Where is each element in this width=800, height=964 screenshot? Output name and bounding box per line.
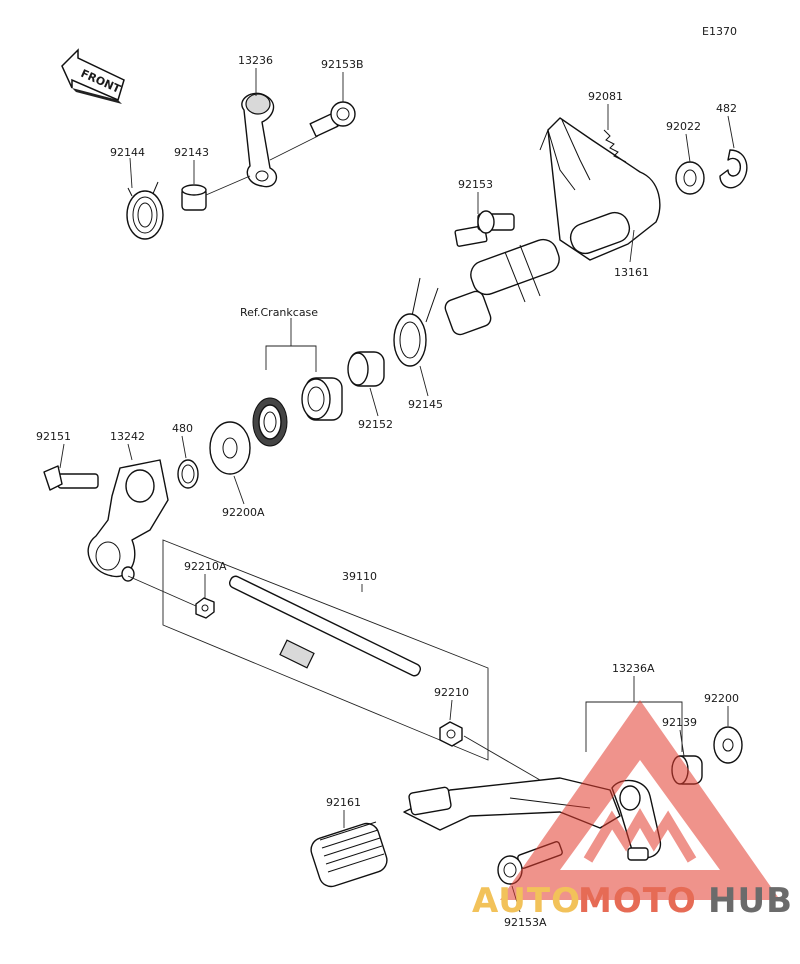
spring-92081 [603, 129, 627, 163]
label-13236: 13236 [238, 54, 273, 67]
label-92144: 92144 [110, 146, 145, 159]
label-13242: 13242 [110, 430, 145, 443]
label-480: 480 [172, 422, 193, 435]
needle-bearing [301, 377, 343, 421]
watermark-logo [500, 700, 780, 900]
spring-92145 [393, 277, 439, 367]
collar-92152 [347, 351, 385, 387]
label-13236A: 13236A [612, 662, 655, 675]
ref-note: Ref.Crankcase [240, 306, 318, 319]
nut-92210A [195, 597, 215, 619]
label-92200: 92200 [704, 692, 739, 705]
front-arrow-icon: FRONT [61, 48, 125, 104]
label-92022: 92022 [666, 120, 701, 133]
watermark-hub: HUB [708, 881, 793, 921]
label-92139: 92139 [662, 716, 697, 729]
washer-92200 [713, 726, 743, 764]
washer-92022 [675, 161, 705, 195]
label-92153A: 92153A [504, 916, 547, 929]
label-92081: 92081 [588, 90, 623, 103]
label-92200A: 92200A [222, 506, 265, 519]
oil-seal [252, 397, 288, 447]
collar-92143 [181, 184, 207, 211]
shift-shaft-13161 [444, 117, 661, 336]
diagram-id: E1370 [702, 25, 737, 38]
washer-92200A [209, 421, 251, 475]
tie-rod-39110 [228, 575, 422, 677]
leader-lines [59, 68, 735, 913]
label-92143: 92143 [174, 146, 209, 159]
lever-13242 [87, 459, 169, 582]
circlip-480 [177, 459, 199, 489]
label-13161: 13161 [614, 266, 649, 279]
watermark-auto: AUTO [472, 881, 581, 921]
circlip-482 [719, 149, 748, 189]
watermark-text: AUTO MOTO HUB [472, 881, 793, 921]
label-92153B: 92153B [321, 58, 364, 71]
label-92145: 92145 [408, 398, 443, 411]
label-92161: 92161 [326, 796, 361, 809]
label-92153: 92153 [458, 178, 493, 191]
nut-92210 [439, 721, 463, 747]
label-92152: 92152 [358, 418, 393, 431]
label-39110: 39110 [342, 570, 377, 583]
label-482: 482 [716, 102, 737, 115]
spring-92144 [126, 181, 164, 240]
label-92210A: 92210A [184, 560, 227, 573]
label-92210: 92210 [434, 686, 469, 699]
label-92151: 92151 [36, 430, 71, 443]
bolt-92153B [309, 101, 356, 138]
part-labels: 13236 92153B 92144 92143 92081 92022 482… [36, 54, 739, 929]
rubber-92161 [310, 821, 388, 888]
watermark-moto: MOTO [578, 881, 697, 921]
bolt-92153 [454, 210, 515, 247]
bolt-92151 [43, 465, 99, 491]
lever-13236 [205, 92, 319, 196]
